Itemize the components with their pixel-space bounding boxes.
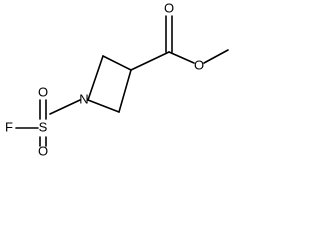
atom-o-carbonyl: O — [164, 0, 174, 15]
bond-oester-methyl — [203, 49, 229, 64]
atom-o-sulfonyl-top: O — [38, 84, 48, 99]
bond-c2-c3 — [102, 55, 132, 71]
atom-o-ester: O — [194, 57, 204, 72]
bond-c4-n — [87, 99, 120, 113]
atom-f-fluoro: F — [5, 119, 13, 134]
atom-o-sulfonyl-bottom: O — [38, 143, 48, 158]
bond-c3-ccarbonyl — [130, 51, 170, 71]
bond-n-c2 — [87, 55, 104, 101]
bond-n-s — [49, 99, 81, 115]
bond-c3-c4 — [118, 69, 132, 113]
structure-diagram: O O N S F O O — [0, 0, 233, 160]
molecule-drawing: O O N S F O O — [5, 0, 229, 158]
bond-ccarbonyl-oester — [168, 51, 195, 64]
atom-n-ring: N — [79, 91, 88, 106]
atom-s-sulfonyl: S — [39, 119, 48, 134]
